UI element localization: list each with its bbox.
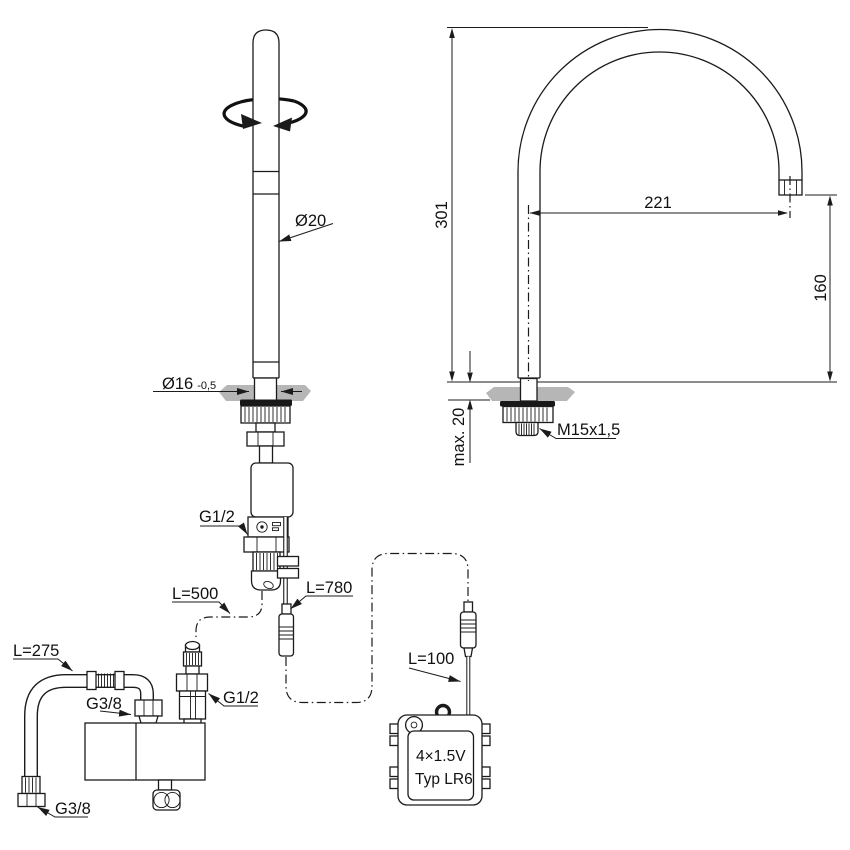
dim-deck-thickness: max. 20 bbox=[448, 351, 490, 466]
sensor-control-box bbox=[243, 462, 294, 591]
spout-arc bbox=[517, 28, 803, 379]
faucet-side-view: 301 max. 20 221 160 M15x1,5 bbox=[433, 27, 837, 466]
inlet-hose bbox=[17, 670, 154, 808]
hose-collar bbox=[114, 670, 125, 691]
cable-route bbox=[285, 552, 469, 704]
label-hose-end-thread: G3/8 bbox=[55, 800, 91, 818]
battery-spec-line1: 4×1.5V bbox=[416, 748, 466, 765]
label-connection-thread-group: G1/2 bbox=[199, 508, 248, 535]
hex-nut-front bbox=[246, 431, 285, 447]
faucet-front-view: Ø20 Ø16 -0,5 bbox=[153, 29, 469, 704]
label-inlet-hose-length: L=275 bbox=[13, 642, 59, 660]
label-spout-diameter-group: Ø20 bbox=[278, 212, 334, 242]
label-outlet-height: 160 bbox=[812, 274, 830, 302]
washer-front bbox=[240, 399, 292, 406]
label-hose-end-thread-group: G3/8 bbox=[37, 800, 91, 818]
cable-clip bbox=[276, 567, 300, 579]
mounting-nut-front bbox=[240, 405, 291, 424]
battery-box: 4×1.5V Typ LR6 bbox=[389, 714, 491, 806]
dim-base-diameter: Ø16 -0,5 bbox=[153, 375, 302, 395]
cable-connector-sensor bbox=[281, 603, 292, 615]
label-valve-inlet-thread-group: G1/2 bbox=[208, 689, 259, 707]
mounting-nut-side bbox=[502, 405, 554, 424]
hex-fitting-g12 bbox=[243, 536, 290, 553]
label-battery-cable-length-group: L=100 bbox=[408, 650, 461, 682]
hose-collar bbox=[86, 670, 97, 691]
dim-spout-reach: 221 bbox=[529, 194, 788, 216]
washer-side bbox=[500, 401, 555, 407]
label-spout-diameter: Ø20 bbox=[295, 212, 326, 230]
connector-port-icon bbox=[256, 521, 268, 533]
label-valve-top-thread: G3/8 bbox=[86, 695, 122, 713]
label-mounting-thread: M15x1,5 bbox=[557, 421, 620, 439]
label-mounting-thread-group: M15x1,5 bbox=[539, 421, 620, 439]
label-deck-thickness: max. 20 bbox=[450, 408, 468, 467]
label-base-diameter-tolerance: -0,5 bbox=[197, 380, 216, 392]
label-valve-inlet-thread: G1/2 bbox=[223, 689, 259, 707]
svg-text:Ø16-0,5: Ø16 -0,5 bbox=[162, 375, 216, 393]
dim-outlet-height: 160 bbox=[805, 194, 837, 382]
dim-total-height: 301 bbox=[433, 27, 648, 382]
label-inlet-hose-length-group: L=275 bbox=[13, 642, 73, 672]
battery-spec-line2: Typ LR6 bbox=[415, 771, 473, 788]
hose-end-nut bbox=[17, 792, 46, 808]
label-total-height: 301 bbox=[433, 201, 451, 229]
hose-end-braid bbox=[21, 775, 41, 795]
sensor-cable bbox=[276, 517, 300, 657]
spout-pipe-front bbox=[252, 29, 280, 379]
hose-braid-end bbox=[252, 551, 281, 572]
valve-body bbox=[84, 722, 206, 811]
label-supply-hose-length: L=500 bbox=[172, 585, 218, 603]
swivel-arrowheads bbox=[241, 114, 292, 132]
valve-inlet-fitting bbox=[175, 640, 209, 725]
valve-top-nut bbox=[134, 699, 163, 724]
cable-clip bbox=[276, 555, 300, 567]
label-sensor-cable-length: L=780 bbox=[306, 579, 352, 597]
label-connection-thread: G1/2 bbox=[199, 508, 235, 526]
mounting-stack-front bbox=[240, 377, 292, 464]
angle-valve-assembly: L=275 G1/2 G3/8 bbox=[13, 640, 259, 818]
label-spout-reach: 221 bbox=[644, 194, 672, 212]
cable-connector-battery bbox=[459, 601, 477, 716]
label-supply-hose-length-group: L=500 bbox=[172, 585, 231, 614]
supply-hose-route bbox=[195, 591, 263, 640]
label-battery-cable-length: L=100 bbox=[408, 650, 454, 668]
battery-unit: L=100 4×1.5V Typ LR6 bbox=[389, 601, 491, 806]
mounting-stack-side bbox=[500, 377, 555, 437]
label-valve-top-thread-group: G3/8 bbox=[86, 695, 132, 717]
label-base-diameter: Ø16 bbox=[162, 375, 193, 393]
label-sensor-cable-length-group: L=780 bbox=[290, 579, 353, 610]
